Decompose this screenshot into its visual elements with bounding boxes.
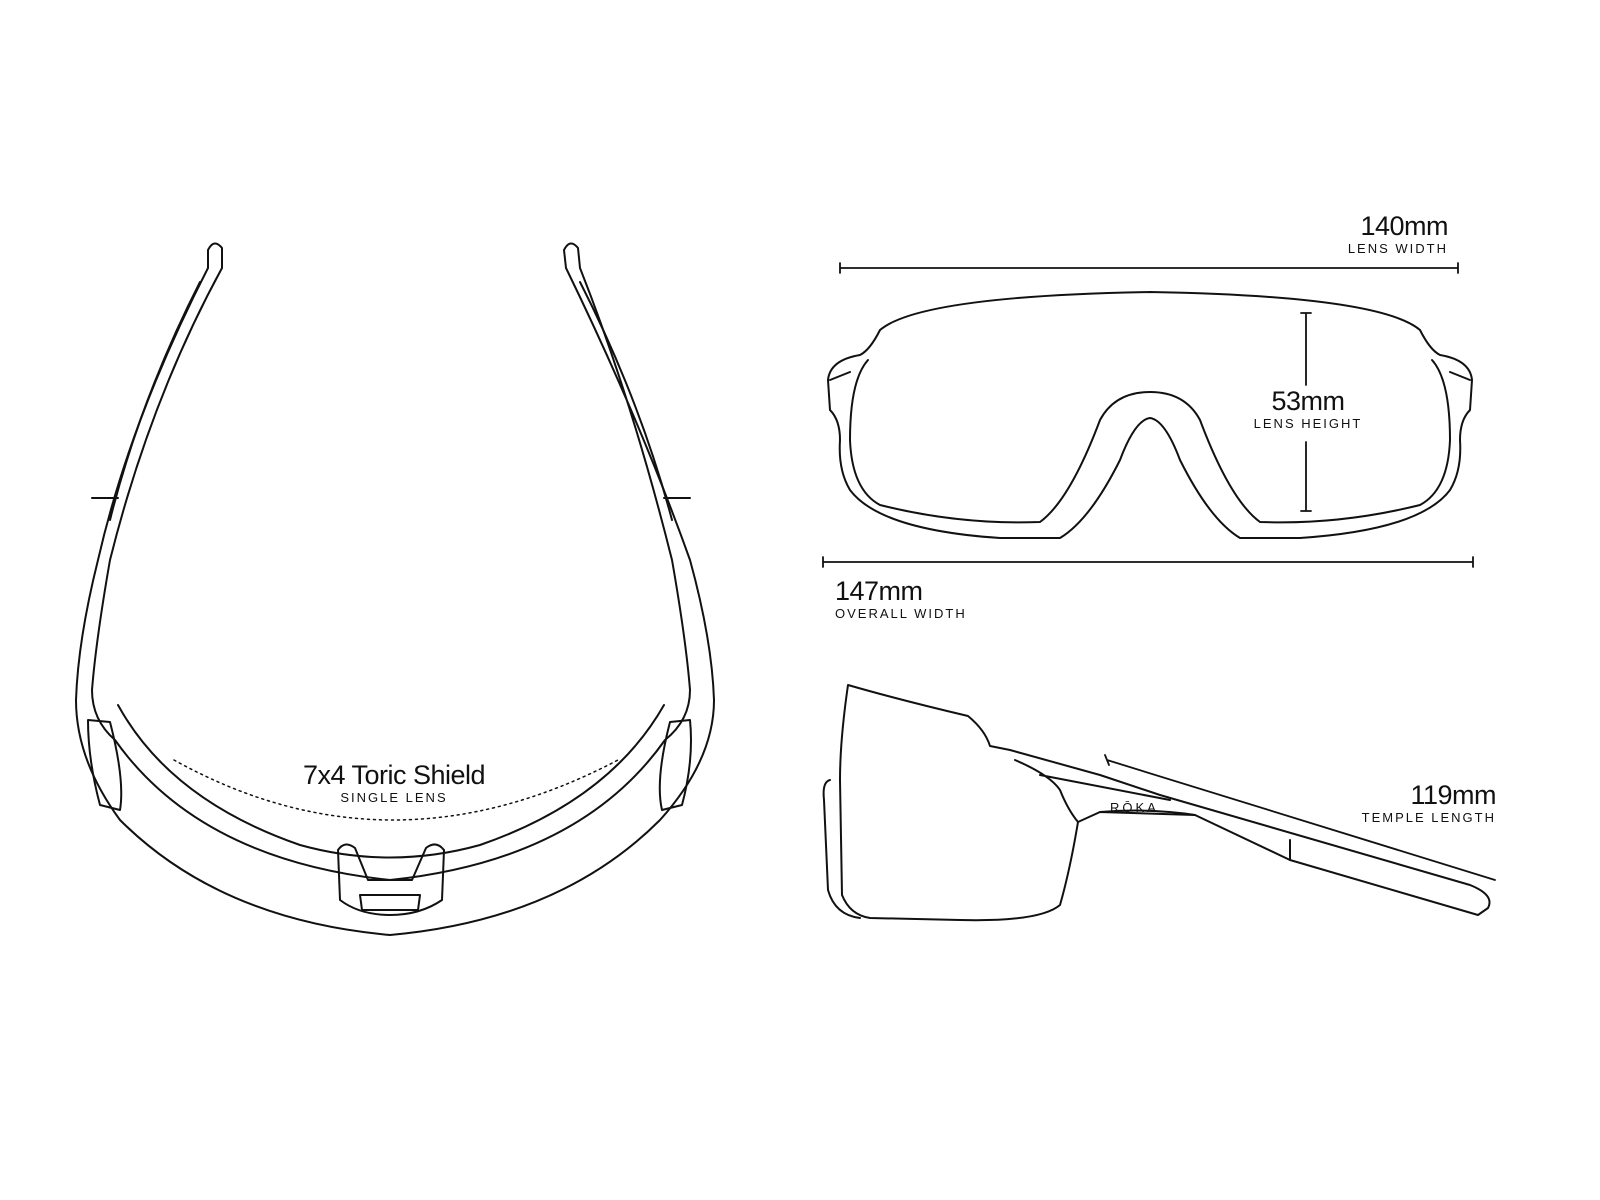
- shield-sub-label: SINGLE LENS: [340, 790, 448, 805]
- lens-width-label: LENS WIDTH: [1347, 241, 1448, 256]
- dimension-lines: [822, 262, 1496, 881]
- overall-width-value: 147mm: [835, 576, 923, 606]
- shield-label: 7x4 Toric Shield SINGLE LENS: [260, 760, 528, 806]
- overall-width-dimension: 147mm OVERALL WIDTH: [835, 576, 1075, 622]
- temple-length-dimension: 119mm TEMPLE LENGTH: [1300, 780, 1497, 826]
- temple-length-value: 119mm: [1410, 780, 1496, 810]
- lens-height-label: LENS HEIGHT: [1253, 416, 1363, 431]
- lens-height-value: 53mm: [1271, 386, 1345, 416]
- temple-length-label: TEMPLE LENGTH: [1361, 810, 1496, 825]
- shield-value: 7x4 Toric Shield: [302, 760, 486, 790]
- lens-width-dimension: 140mm LENS WIDTH: [1250, 211, 1449, 257]
- lens-width-value: 140mm: [1360, 211, 1448, 241]
- top-view-drawing: [75, 242, 715, 936]
- overall-width-label: OVERALL WIDTH: [835, 606, 967, 621]
- front-view-drawing: [827, 291, 1473, 539]
- brand-logo: RŌKA: [1110, 800, 1159, 815]
- lens-height-dimension: 53mm LENS HEIGHT: [1220, 386, 1396, 432]
- side-view-drawing: RŌKA: [822, 684, 1491, 922]
